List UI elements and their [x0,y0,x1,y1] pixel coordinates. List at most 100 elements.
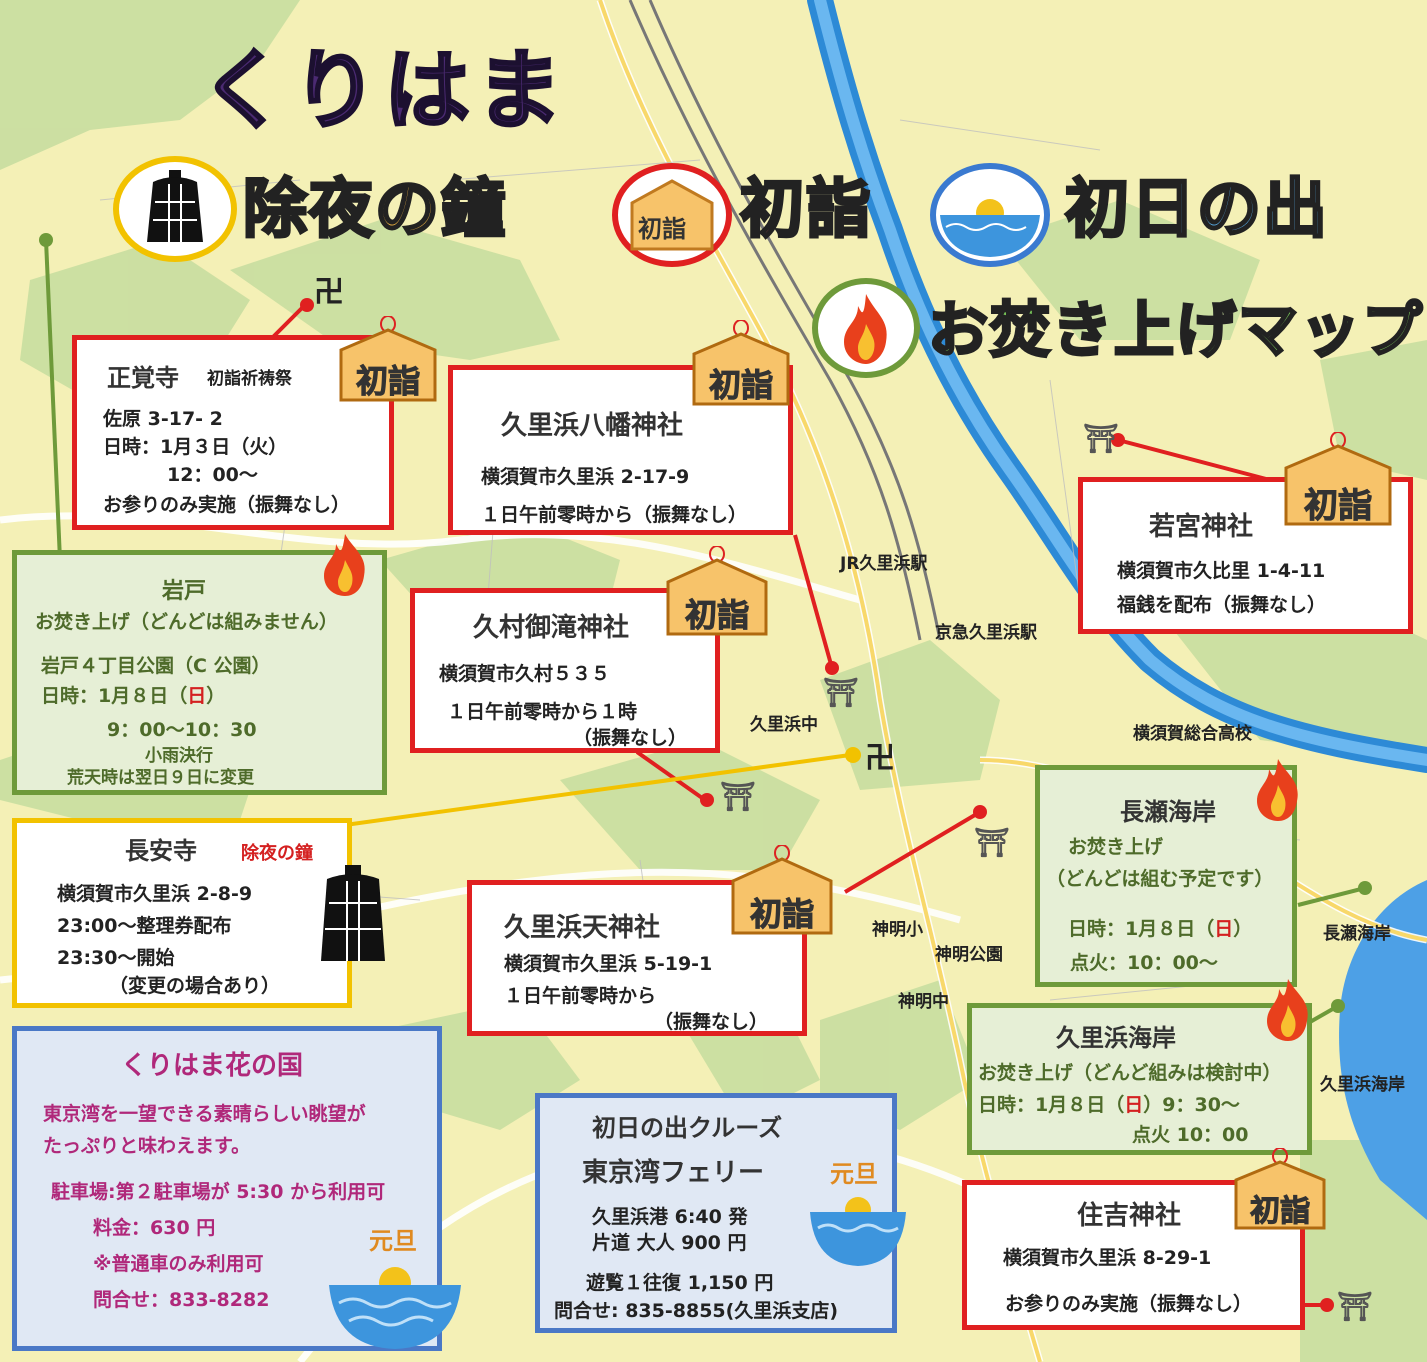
hananokuni-desc1: 東京湾を一望できる素晴らしい眺望が [43,1103,366,1125]
hachiman-name: 久里浜八幡神社 [501,411,684,441]
ema-badge-sumiyoshi: 初詣 [1230,1147,1330,1232]
card-hananokuni: くりはま花の国 東京湾を一望できる素晴らしい眺望が たっぷりと味わえます。 駐車… [12,1026,461,1351]
category-joya-no-kane: 除夜の鐘 [242,172,507,249]
ema-badge-text: 初詣 [684,596,749,635]
cruise-title2: 東京湾フェリー [582,1158,765,1188]
iwato-name: 岩戸 [162,579,207,604]
fire-icon-nagase [1257,759,1298,821]
cruise-round: 遊覧１往復 1,150 円 [586,1272,774,1294]
choanji-note: （変更の場合あり） [109,975,281,997]
label-keikyu-kurihama-station: 京急久里浜駅 [935,623,1037,643]
ema-badge-text: 初詣 [749,895,814,934]
card-cruise: 初日の出クルーズ 東京湾フェリー 久里浜港 6:40 発 片道 大人 900 円… [535,1093,906,1333]
sumiyoshi-address: 横須賀市久里浜 8-29-1 [1003,1247,1212,1269]
sumiyoshi-name: 住吉神社 [1077,1201,1182,1231]
choanji-name: 長安寺 [125,837,197,865]
bell-icon [147,170,203,242]
bell-category-circle [113,156,237,262]
iwato-time: 9：00〜10：30 [107,719,257,741]
nagase-fire: 点火：10：00〜 [1070,952,1218,974]
tenjin-time: １日午前零時から [504,985,657,1007]
nagase-line2: （どんどは組む予定です） [1046,868,1274,890]
card-tenjin: 久里浜天神社 横須賀市久里浜 5-19-1 １日午前零時から （振舞なし） [467,880,807,1036]
cruise-sunrise-icon [810,1197,906,1266]
main-title: くりはま [199,40,568,143]
hachiman-note: １日午前零時から（振舞なし） [481,504,748,526]
sumiyoshi-note: お参りのみ実施（振舞なし） [1005,1293,1253,1315]
hananokuni-name: くりはま花の国 [121,1051,304,1081]
shogakuji-time: 12：00〜 [167,464,258,486]
ema-badge-text: 初詣 [1250,1194,1311,1230]
kumura-note: （振舞なし） [573,727,688,749]
kumura-address: 横須賀市久村５３５ [439,663,611,685]
kaigan-name: 久里浜海岸 [1056,1024,1176,1052]
kaigan-date: 日時：1月８日（日）9：30〜 [978,1094,1240,1116]
iwato-date: 日時：1月８日（日） [41,685,226,707]
kumura-name: 久村御滝神社 [473,613,630,643]
category-otakiage-map: お焚き上げマップ [927,295,1424,368]
cruise-depart: 久里浜港 6:40 発 [592,1206,748,1228]
label-kurihama-chu: 久里浜中 [750,715,818,735]
wakamiya-note: 福銭を配布（振舞なし） [1117,594,1327,616]
iwato-place: 岩戸４丁目公園（C 公園） [41,655,271,677]
iwato-storm: 荒天時は翌日９日に変更 [67,768,254,788]
cruise-title1: 初日の出クルーズ [592,1114,783,1142]
kaigan-line1: お焚き上げ（どんど組みは検討中） [978,1062,1282,1084]
wakamiya-name: 若宮神社 [1149,512,1254,542]
fire-icon [844,294,887,364]
tenjin-name: 久里浜天神社 [504,913,661,943]
shogakuji-name: 正覚寺 [107,364,179,392]
wakamiya-address: 横須賀市久比里 1-4-11 [1117,560,1326,582]
shrine-symbol-hachiman: ⛩ [823,676,859,709]
fire-icon-iwato [324,534,365,596]
cruise-contact: 問合せ: 835-8855(久里浜支店) [554,1300,839,1322]
category-hatsuhinode: 初日の出 [1064,172,1329,249]
iwato-rain: 小雨決行 [145,746,213,766]
card-kaigan: 久里浜海岸 お焚き上げ（どんど組みは検討中） 日時：1月８日（日）9：30〜 点… [967,1003,1312,1155]
choanji-t1: 23:00〜整理券配布 [57,915,232,937]
hananokuni-contact: 問合せ：833-8282 [93,1289,270,1311]
ema-badge-tenjin: 初詣 [727,844,837,937]
iwato-line1: お焚き上げ（どんどは組みません） [35,611,338,633]
shogakuji-event: 初詣祈祷祭 [207,369,292,389]
nagase-name: 長瀬海岸 [1120,798,1216,826]
shogakuji-note: お参りのみ実施（振舞なし） [103,494,351,516]
card-nagase: 長瀬海岸 お焚き上げ （どんどは組む予定です） 日時：1月８日（日） 点火：10… [1035,765,1297,987]
fire-category-circle [812,278,920,378]
ema-badge-text: 初詣 [1304,486,1373,527]
ema-badge-kumura: 初詣 [662,545,772,638]
sunrise-category-circle [930,163,1050,267]
choanji-t2: 23:30〜開始 [57,947,175,969]
nagase-line1: お焚き上げ [1068,836,1164,858]
ema-badge-wakamiya: 初詣 [1280,431,1396,528]
temple-symbol-choanji: 卍 [865,741,895,776]
label-kurihama-kaigan: 久里浜海岸 [1320,1075,1405,1095]
label-yokosuka-sogo: 横須賀総合高校 [1133,724,1252,744]
cruise-fare: 片道 大人 900 円 [592,1232,747,1254]
sunrise-icon [940,199,1040,257]
label-shinmei-park: 神明公園 [935,945,1003,965]
hananokuni-sunrise-icon [329,1267,461,1349]
choanji-address: 横須賀市久里浜 2-8-9 [57,883,253,905]
kaigan-fire: 点火 10：00 [1132,1124,1249,1146]
shogakuji-address: 佐原 3-17- 2 [103,408,223,430]
ema-category-label: 初詣 [638,215,686,243]
shrine-symbol-tenjin: ⛩ [974,826,1010,859]
cruise-ganjitsu: 元旦 [830,1160,878,1188]
shogakuji-datetime: 日時：1月３日（火） [103,436,288,458]
fire-icon-kaigan [1267,979,1308,1041]
ema-icon [630,179,714,251]
card-iwato: 岩戸 お焚き上げ（どんどは組みません） 岩戸４丁目公園（C 公園） 日時：1月８… [12,550,387,795]
card-choanji: 長安寺 除夜の鐘 横須賀市久里浜 2-8-9 23:00〜整理券配布 23:30… [12,818,385,1008]
nagase-date: 日時：1月８日（日） [1068,918,1253,940]
shrine-symbol-kumura: ⛩ [720,780,756,813]
ema-badge-text: 初詣 [355,362,420,401]
label-shinmei-chu: 神明中 [898,992,949,1012]
ema-badge-text: 初詣 [708,366,773,405]
choanji-event: 除夜の鐘 [241,843,313,864]
hananokuni-parking: 駐車場:第２駐車場が 5:30 から利用可 [51,1181,386,1203]
hananokuni-desc2: たっぷりと味わえます。 [43,1135,251,1157]
hachiman-address: 横須賀市久里浜 2-17-9 [481,466,690,488]
shrine-symbol-wakamiya: ⛩ [1083,422,1119,455]
tenjin-note: （振舞なし） [654,1011,769,1033]
